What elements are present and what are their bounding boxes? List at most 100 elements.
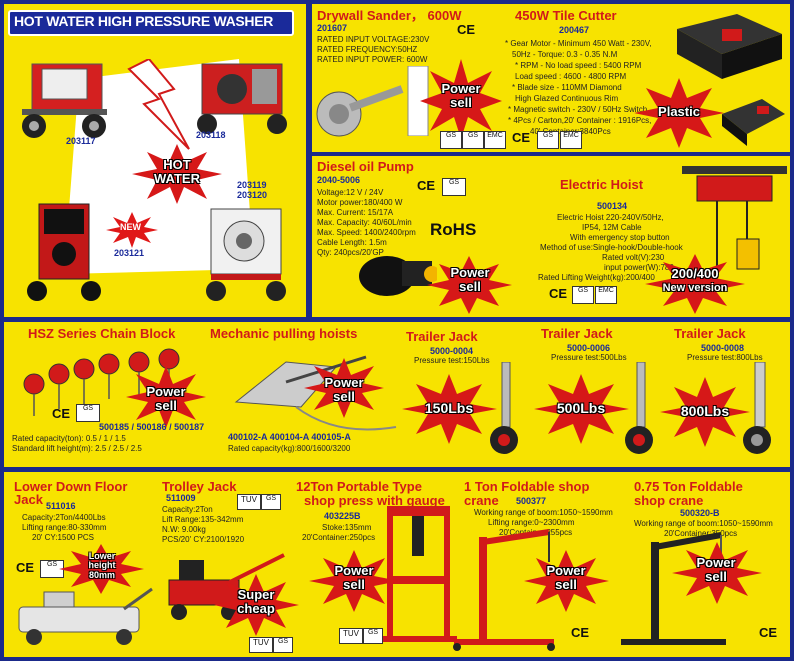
- pump-image: [359, 256, 437, 296]
- hoist-spec-6: input power(W):780: [604, 263, 674, 272]
- jack3-code: 5000-0008: [701, 343, 745, 353]
- trolley-gs-icon-2: GS: [273, 637, 293, 653]
- pump-title: Diesel oil Pump: [317, 159, 414, 174]
- hoist-ce-mark: CE: [549, 286, 568, 301]
- chain-title: HSZ Series Chain Block: [28, 326, 176, 341]
- hoist-emc-icon: EMC: [595, 286, 617, 304]
- crane2-spec-2: 20'Container:350pcs: [664, 529, 738, 538]
- sander-spec-1: RATED INPUT VOLTAGE:230V: [317, 35, 430, 44]
- jack3-burst-text: 800Lbs: [680, 403, 730, 419]
- trolley-code: 511009: [166, 493, 196, 503]
- crane1-spec-2: Lifting range:0~2300mm: [488, 518, 575, 527]
- press-title-1: 12Ton Portable Type: [296, 479, 422, 494]
- crane2-burst: [672, 542, 762, 604]
- jack3-burst: [660, 377, 750, 447]
- washer-image-203121: [27, 203, 101, 301]
- trolley-burst-text: Super cheap: [237, 587, 275, 616]
- hoist-spec-2: IP54, 12M Cable: [582, 223, 642, 232]
- trolley-spec-2: Lift Range:135-342mm: [162, 515, 244, 524]
- press-burst: [309, 550, 399, 612]
- tile-spec-8: * 4Pcs / Carton,20' Container : 1916Pcs,: [508, 116, 652, 125]
- tile-spec-4: Load speed : 4600 - 4800 RPM: [515, 72, 627, 81]
- jack1-title: Trailer Jack: [406, 329, 478, 344]
- floor-spec-1: Capacity:2Ton/4400Lbs: [22, 513, 106, 522]
- hoist-spec-3: With emergency stop button: [570, 233, 670, 242]
- new-burst-text: NEW: [120, 222, 141, 232]
- chain-spec-2: Standard lift height(m): 2.5 / 2.5 / 2.5: [12, 444, 142, 453]
- puller-image: [234, 355, 397, 431]
- sander-emc-icon: EMC: [484, 131, 506, 149]
- puller-burst-text: Power sell: [324, 375, 364, 404]
- hoist-code: 500134: [597, 201, 628, 211]
- press-spec-1: Stoke:135mm: [322, 523, 372, 532]
- code-203119: 203119: [237, 180, 267, 190]
- sander-burst-text: Power sell: [441, 81, 481, 110]
- tile-ce-mark: CE: [512, 130, 531, 145]
- washer-image-203119: [206, 208, 286, 301]
- sander-gs-icon: GS: [440, 131, 462, 149]
- jack3-spec: Pressure test:800Lbs: [687, 353, 763, 362]
- jack2-image: [625, 362, 653, 454]
- hoist-spec-1: Electric Hoist 220-240V/50Hz,: [557, 213, 664, 222]
- jack1-code: 5000-0004: [430, 346, 474, 356]
- banner: [8, 10, 294, 36]
- press-spec-2: 20'Container:250pcs: [302, 533, 376, 542]
- pump-spec-6: Cable Length: 1.5m: [317, 238, 387, 247]
- floor-ce-mark: CE: [16, 560, 35, 575]
- trolley-spec-4: PCS/20' CY:2100/1920: [162, 535, 245, 544]
- trolley-tuv-icon: TUV: [237, 494, 261, 510]
- sander-spec-2: RATED FREQUENCY:50HZ: [317, 45, 418, 54]
- press-gs-icon: GS: [363, 628, 383, 644]
- jack1-spec: Pressure test:150Lbs: [414, 356, 490, 365]
- trolley-tuv-icon-2: TUV: [249, 637, 273, 653]
- washer-image-203117: [22, 63, 107, 138]
- hoist-title: Electric Hoist: [560, 177, 644, 192]
- tile-cutter-small-image: [722, 99, 785, 146]
- jack3-title: Trailer Jack: [674, 326, 746, 341]
- chain-burst-text: Power sell: [146, 384, 186, 413]
- crane1-ce-mark: CE: [571, 625, 590, 640]
- puller-burst: [304, 358, 384, 418]
- sander-image: [316, 85, 404, 137]
- crane1-spec-1: Working range of boom:1050~1590mm: [474, 508, 613, 517]
- tile-spec-2: 50Hz - Torque: 0.3 - 0.35 N.M: [512, 50, 618, 59]
- tile-spec-7: * Magnetic switch - 230V / 50Hz Switch: [508, 105, 648, 114]
- floor-code: 511016: [46, 501, 76, 511]
- washer-image-203118: [197, 63, 287, 134]
- puller-title: Mechanic pulling hoists: [210, 326, 358, 341]
- crane2-burst-text: Power sell: [696, 555, 736, 584]
- puller-spec: Rated capacity(kg):800/1600/3200: [228, 444, 351, 453]
- code-203120: 203120: [237, 190, 268, 200]
- hoist-gs-icon: GS: [572, 286, 594, 304]
- crane1-title-1: 1 Ton Foldable shop: [464, 479, 590, 494]
- press-tuv-icon: TUV: [339, 628, 363, 644]
- sander-spec-3: RATED INPUT POWER: 600W: [317, 55, 428, 64]
- pump-burst-text: Power sell: [450, 265, 490, 294]
- pump-spec-1: Voltage:12 V / 24V: [317, 188, 384, 197]
- jack1-image: [490, 362, 518, 454]
- sander-tile-panel: Drywall Sander， 600W 201607 RATED INPUT …: [312, 4, 790, 152]
- trolley-burst: [214, 574, 299, 636]
- hoist-spec-4: Method of use:Single-hook/Double-hook: [540, 243, 683, 252]
- banner-text: HOT WATER HIGH PRESSURE WASHER: [14, 13, 274, 29]
- floor-spec-3: 20' CY:1500 PCS: [32, 533, 95, 542]
- pump-spec-2: Motor power:180/400 W: [317, 198, 403, 207]
- jack2-spec: Pressure test:500Lbs: [551, 353, 627, 362]
- sander-burst: [420, 59, 502, 139]
- crane2-spec-1: Working range of boom:1050~1590mm: [634, 519, 773, 528]
- crane2-title-1: 0.75 Ton Foldable: [634, 479, 743, 494]
- jack2-title: Trailer Jack: [541, 326, 613, 341]
- lightning-icon: [127, 59, 190, 150]
- tile-burst: [634, 78, 724, 148]
- floor-spec-2: Lifting range:80-330mm: [22, 523, 107, 532]
- chain-codes: 500185 / 500186 / 500187: [99, 422, 205, 432]
- crane2-ce-mark: CE: [759, 625, 778, 640]
- chain-ce-mark: CE: [52, 406, 71, 421]
- floor-jack-image: [18, 587, 153, 645]
- tile-spec-1: * Gear Motor - Minimum 450 Watt - 230V,: [505, 39, 652, 48]
- chain-block-image: [23, 348, 180, 416]
- chain-burst: [126, 366, 206, 428]
- crane2-code: 500320-B: [680, 508, 720, 518]
- jack1-burst-text: 150Lbs: [424, 400, 474, 416]
- crane1-title-2: crane: [464, 493, 499, 508]
